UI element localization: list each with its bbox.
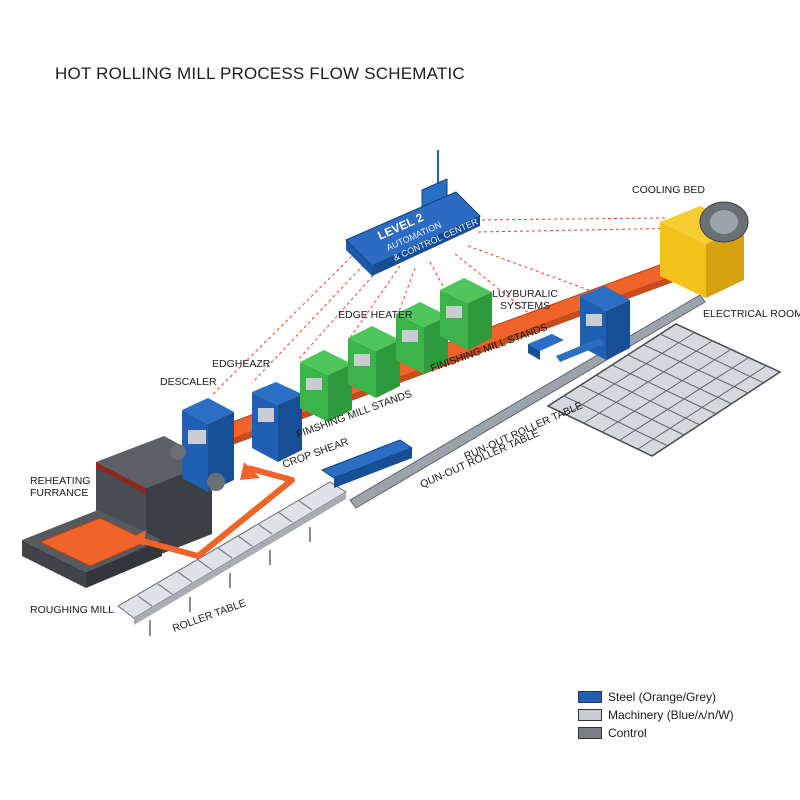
edge-heater-1[interactable]	[252, 382, 302, 462]
finishing-stand-1[interactable]	[300, 350, 352, 422]
electrical-room-grid	[546, 323, 782, 457]
legend-label-steel: Steel (Orange/Grey)	[608, 690, 717, 704]
legend-label-machinery: Machinery (Blue/ʌ/ո/W)	[608, 708, 734, 722]
label-reheating-line2: FURRANCE	[30, 487, 88, 499]
legend: Steel (Orange/Grey) Machinery (Blue/ʌ/ո/…	[578, 688, 734, 742]
legend-item-machinery: Machinery (Blue/ʌ/ո/W)	[578, 706, 734, 724]
label-roughing-mill: ROUGHING MILL	[30, 604, 114, 616]
legend-swatch-control	[578, 727, 602, 739]
lubricating-systems[interactable]	[528, 334, 564, 360]
label-edgheazr: EDGHEAZR	[212, 358, 271, 370]
cooling-bed[interactable]	[660, 201, 749, 298]
control-center[interactable]: LEVEL 2 AUTOMATION & CONTROL CENTER	[345, 150, 481, 276]
label-roller-table: ROLLER TABLE	[171, 597, 248, 635]
signal-lines	[211, 217, 691, 396]
roller-table	[117, 481, 347, 636]
legend-item-steel: Steel (Orange/Grey)	[578, 688, 734, 706]
label-reheating-line1: REHEATING	[30, 475, 90, 487]
legend-label-control: Control	[608, 726, 647, 740]
label-lubricating-line2: SYSTEMS	[500, 300, 550, 312]
label-cooling-bed: COOLING BED	[632, 184, 705, 196]
crop-shear[interactable]	[320, 439, 414, 488]
label-edge-heater: EDGE HEATER	[338, 309, 413, 321]
label-lubricating-line1: LUYBURALIC	[492, 288, 558, 300]
page-title: HOT ROLLING MILL PROCESS FLOW SCHEMATIC	[55, 64, 465, 83]
flow-arrow	[131, 462, 295, 559]
label-descaler: DESCALER	[160, 376, 217, 388]
finishing-stand-2[interactable]	[348, 326, 400, 398]
legend-swatch-steel	[578, 691, 602, 703]
label-electrical-room: ELECTRICAL ROOM	[703, 308, 800, 320]
roughing-mill[interactable]	[22, 510, 162, 588]
legend-swatch-machinery	[578, 709, 602, 721]
shear-conveyor	[556, 338, 604, 362]
finishing-stand-4[interactable]	[440, 278, 492, 350]
descaler[interactable]	[170, 398, 234, 492]
legend-item-control: Control	[578, 724, 734, 742]
